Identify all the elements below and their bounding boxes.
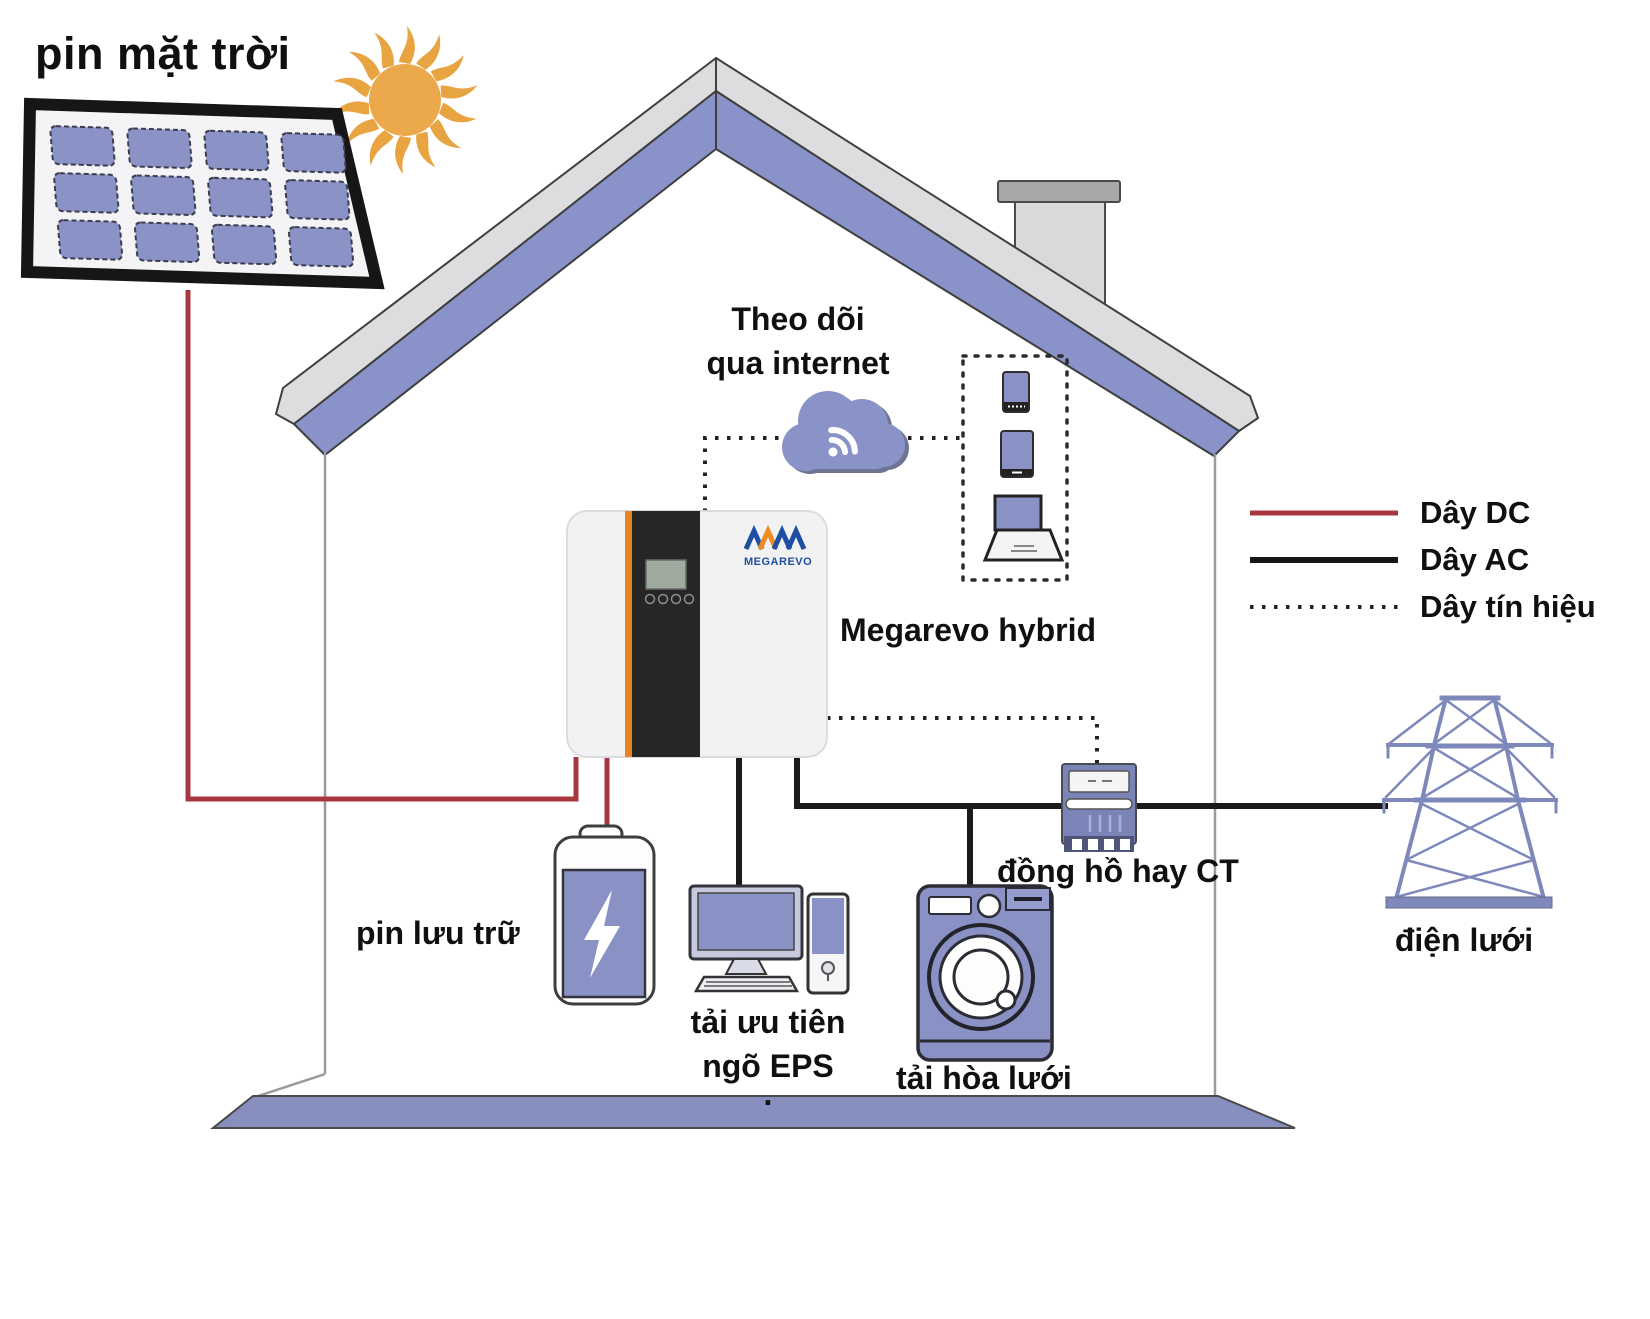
- inverter-label: Megarevo hybrid: [840, 612, 1097, 648]
- solar-panel-icon: [20, 97, 385, 290]
- computer-icon: [688, 884, 850, 995]
- eps-load-label-dot: .: [763, 1076, 773, 1113]
- legend-label-dc: Dây DC: [1420, 495, 1531, 530]
- house: [210, 57, 1296, 1129]
- legend-label-signal: Dây tín hiệu: [1420, 589, 1596, 624]
- lightning-bolt-icon: [584, 890, 620, 978]
- monitoring-label-line1: Theo dõi: [731, 301, 865, 337]
- eps-load-label-line2: ngõ EPS: [702, 1048, 834, 1085]
- legend-lines: [1250, 510, 1398, 609]
- washing-machine-icon: [916, 884, 1054, 1062]
- phone-icon: [1002, 371, 1030, 413]
- roof: [275, 57, 1259, 457]
- wifi-icon: [828, 427, 858, 457]
- ac-wires: [736, 757, 1388, 892]
- signal-wires: [703, 436, 1099, 767]
- walls: [254, 453, 1217, 1099]
- cloud-icon: [782, 391, 909, 474]
- eps-load-label-line1: tải ưu tiên: [690, 1004, 846, 1040]
- inverter-icon: MEGAREVO: [566, 510, 828, 758]
- power-tower-icon: [1382, 695, 1558, 909]
- sun-icon: [330, 26, 480, 174]
- grid-label: điện lưới: [1394, 922, 1534, 958]
- monitoring-label: Theo dõi qua internet: [706, 297, 889, 385]
- solar-panel-label: pin mặt trời: [35, 28, 291, 79]
- inverter-lcd: [645, 559, 687, 590]
- floor: [210, 1095, 1296, 1129]
- laptop-icon: [982, 494, 1065, 562]
- pc-tower-icon: [806, 892, 850, 995]
- battery-label: pin lưu trữ: [356, 915, 520, 951]
- eps-load-label: tải ưu tiên ngõ EPS .: [690, 1000, 846, 1113]
- monitoring-label-line2: qua internet: [706, 345, 890, 382]
- meter-icon: [1061, 763, 1137, 852]
- grid-load-label: tải hòa lưới: [896, 1060, 1072, 1096]
- devices-box: [961, 354, 1069, 582]
- megarevo-logo: MEGAREVO: [743, 524, 812, 568]
- battery-icon: [553, 824, 656, 1006]
- meter-label: đồng hồ hay CT: [997, 853, 1239, 889]
- megarevo-logo-text: MEGAREVO: [744, 556, 812, 568]
- legend-label-ac: Dây AC: [1420, 542, 1530, 577]
- inverter-buttons: [644, 593, 695, 605]
- tablet-icon: [1000, 430, 1034, 478]
